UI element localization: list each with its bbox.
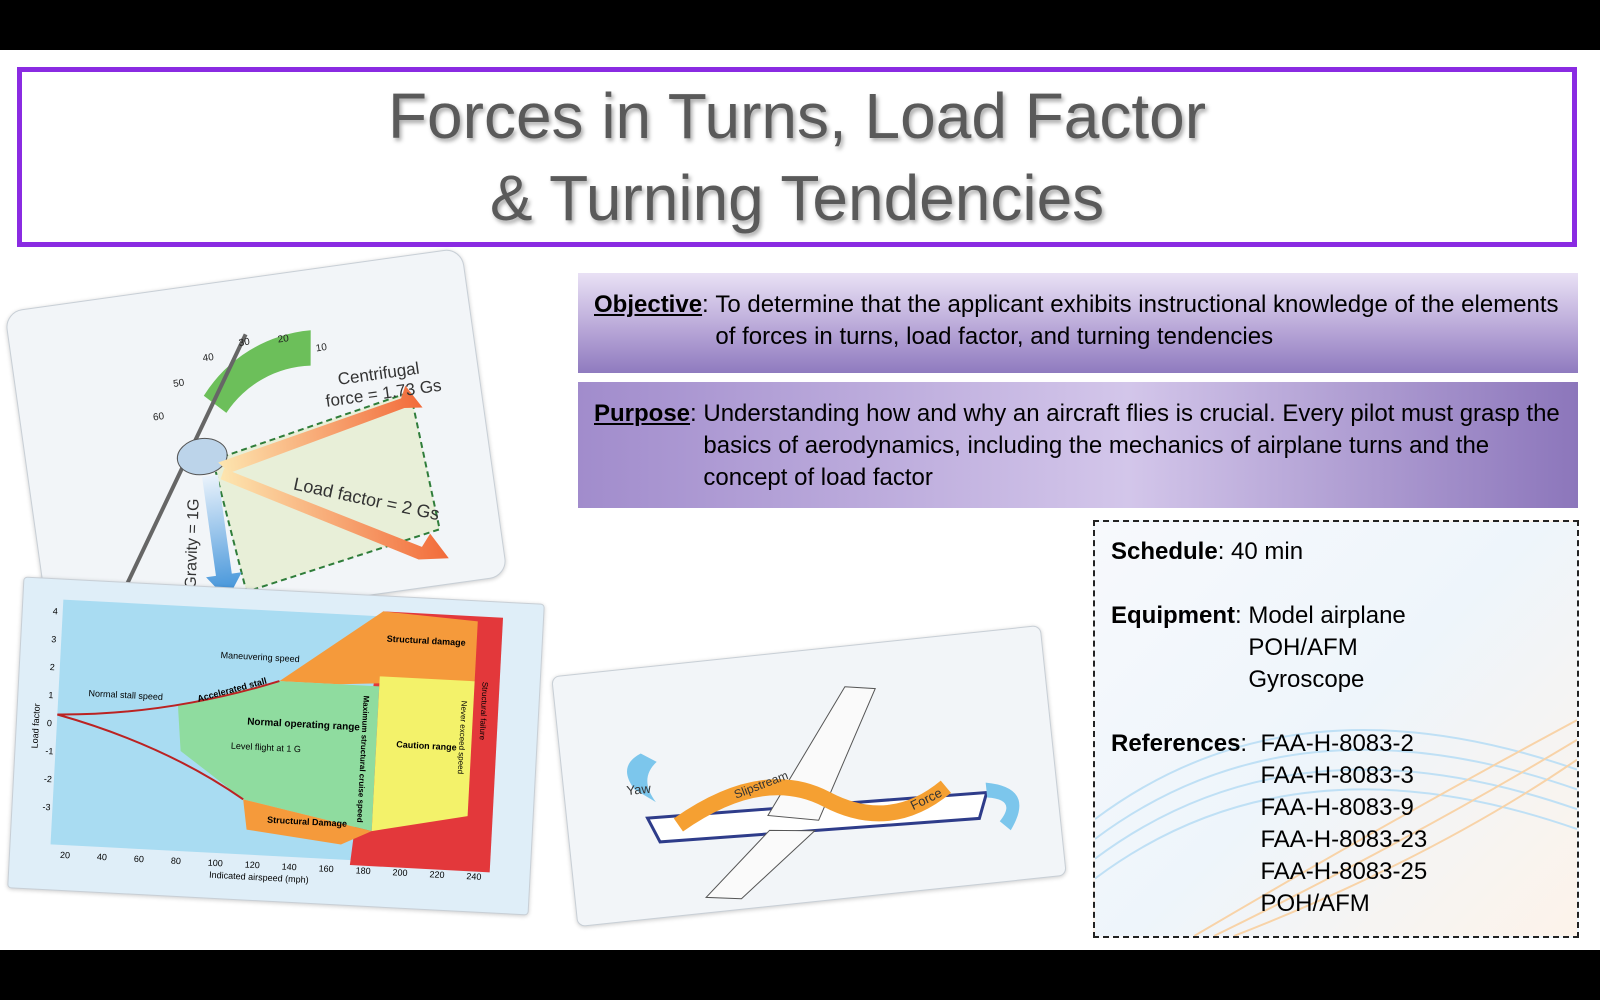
reference-item: FAA-H-8083-23 xyxy=(1260,826,1428,853)
yaw-label: Yaw xyxy=(626,781,652,799)
purpose-banner: Purpose: Understanding how and why an ai… xyxy=(578,382,1578,508)
equipment-item: POH/AFM xyxy=(1248,634,1358,661)
bank-tick-label: 30 xyxy=(238,337,251,350)
title-line-2: & Turning Tendencies xyxy=(489,162,1105,234)
equipment-row: Equipment: Model airplane POH/AFM Gyrosc… xyxy=(1111,600,1561,696)
label-normal-stall-speed: Normal stall speed xyxy=(88,688,163,702)
vg-x-tick-label: 140 xyxy=(281,861,297,872)
bank-tick-label: 60 xyxy=(152,411,165,424)
label-structural-damage-top: Structural damage xyxy=(387,634,466,648)
centrifugal-arrow xyxy=(218,385,423,473)
caution-zone xyxy=(371,676,475,832)
bank-tick-label: 50 xyxy=(173,377,186,390)
vg-x-tick-label: 160 xyxy=(318,863,334,874)
purpose-label: Purpose xyxy=(594,400,691,427)
label-caution-range: Caution range xyxy=(396,739,457,752)
vg-y-tick-label: 0 xyxy=(47,718,53,728)
objective-banner: Objective: To determine that the applica… xyxy=(578,273,1578,373)
roll-arrow xyxy=(985,782,1020,831)
vg-y-tick-label: 2 xyxy=(50,662,56,672)
turn-forces-image: Centrifugal force = 1.73 Gs Load factor … xyxy=(4,247,508,641)
reference-item: FAA-H-8083-3 xyxy=(1260,762,1414,789)
turning-tendency-svg: Yaw Slipstream Force xyxy=(626,686,1020,900)
schedule-row: Schedule: 40 min xyxy=(1111,536,1561,568)
gravity-label: Gravity = 1G xyxy=(183,498,203,589)
bank-tick-label: 10 xyxy=(315,342,328,355)
slide: Forces in Turns, Load Factor & Turning T… xyxy=(0,50,1600,950)
vg-y-ticks: 4 3 2 1 0 -1 -2 -3 xyxy=(42,606,58,812)
vg-x-tick-label: 100 xyxy=(208,858,224,869)
info-box: Schedule: 40 min Equipment: Model airpla… xyxy=(1093,520,1579,938)
vg-diagram-image: Structural damage Maneuvering speed Acce… xyxy=(7,576,545,916)
equipment-label: Equipment xyxy=(1111,602,1235,629)
vg-y-tick-label: 4 xyxy=(52,606,58,616)
label-level-flight: Level flight at 1 G xyxy=(231,741,301,755)
vg-x-ticks: 20 40 60 80 100 120 140 160 180 200 220 240 xyxy=(60,850,482,882)
vg-diagram-svg: Structural damage Maneuvering speed Acce… xyxy=(30,599,504,885)
bank-tick-label: 40 xyxy=(202,352,215,365)
normal-operating-zone xyxy=(177,681,380,832)
vg-ylabel: Load factor xyxy=(30,703,42,748)
vg-x-tick-label: 80 xyxy=(171,856,182,867)
vg-x-tick-label: 40 xyxy=(97,852,108,863)
reference-item: FAA-H-8083-25 xyxy=(1260,858,1428,885)
vg-y-tick-label: 1 xyxy=(48,690,54,700)
structural-damage-bottom xyxy=(243,799,372,845)
reference-item: FAA-H-8083-2 xyxy=(1260,730,1414,757)
objective-label: Objective xyxy=(594,291,703,318)
schedule-label: Schedule xyxy=(1111,538,1218,565)
load-factor-arrow xyxy=(220,468,449,560)
label-never-exceed: Never exceed speed xyxy=(456,701,469,775)
yaw-arrow xyxy=(627,753,657,803)
background-swirl xyxy=(1095,719,1577,936)
turn-forces-svg: Centrifugal force = 1.73 Gs Load factor … xyxy=(123,330,449,600)
references-label: References xyxy=(1111,730,1241,757)
vg-x-tick-label: 60 xyxy=(134,854,145,865)
structural-damage-top xyxy=(279,611,478,685)
vg-x-tick-label: 240 xyxy=(466,871,482,882)
vg-x-tick-label: 20 xyxy=(60,850,71,861)
title-box: Forces in Turns, Load Factor & Turning T… xyxy=(17,67,1577,247)
vg-x-tick-label: 180 xyxy=(355,865,371,876)
bank-angle-arc xyxy=(203,330,311,413)
schedule-value: 40 min xyxy=(1231,538,1304,565)
negative-stall-curve xyxy=(57,713,244,801)
slipstream-band xyxy=(673,779,951,832)
label-structural-failure: Structural failure xyxy=(478,682,490,741)
vg-y-tick-label: -1 xyxy=(45,746,54,756)
vg-x-tick-label: 120 xyxy=(244,860,260,871)
airplane-front xyxy=(176,437,228,476)
label-structural-damage-bottom: Structural Damage xyxy=(267,815,347,829)
references-row: References: FAA-H-8083-2 FAA-H-8083-3 FA… xyxy=(1111,728,1561,920)
vg-x-tick-label: 200 xyxy=(392,867,408,878)
vg-y-tick-label: -3 xyxy=(42,802,51,812)
reference-item: FAA-H-8083-9 xyxy=(1260,794,1414,821)
bank-tick-label: 20 xyxy=(277,333,290,346)
purpose-text: Understanding how and why an aircraft fl… xyxy=(703,400,1560,491)
objective-text: To determine that the applicant exhibits… xyxy=(715,291,1559,350)
equipment-item: Model airplane xyxy=(1248,602,1406,629)
accelerated-stall-curve xyxy=(57,680,280,716)
label-maneuvering-speed: Maneuvering speed xyxy=(220,650,299,664)
lower-wing xyxy=(705,829,817,900)
vg-y-tick-label: 3 xyxy=(51,634,57,644)
equipment-item: Gyroscope xyxy=(1248,666,1365,693)
title-line-1: Forces in Turns, Load Factor xyxy=(387,80,1207,152)
vg-x-tick-label: 220 xyxy=(429,869,445,880)
reference-item: POH/AFM xyxy=(1260,890,1370,917)
gravity-arrow xyxy=(202,474,242,600)
turning-tendency-image: Yaw Slipstream Force xyxy=(551,624,1067,928)
vg-y-tick-label: -2 xyxy=(44,774,53,784)
